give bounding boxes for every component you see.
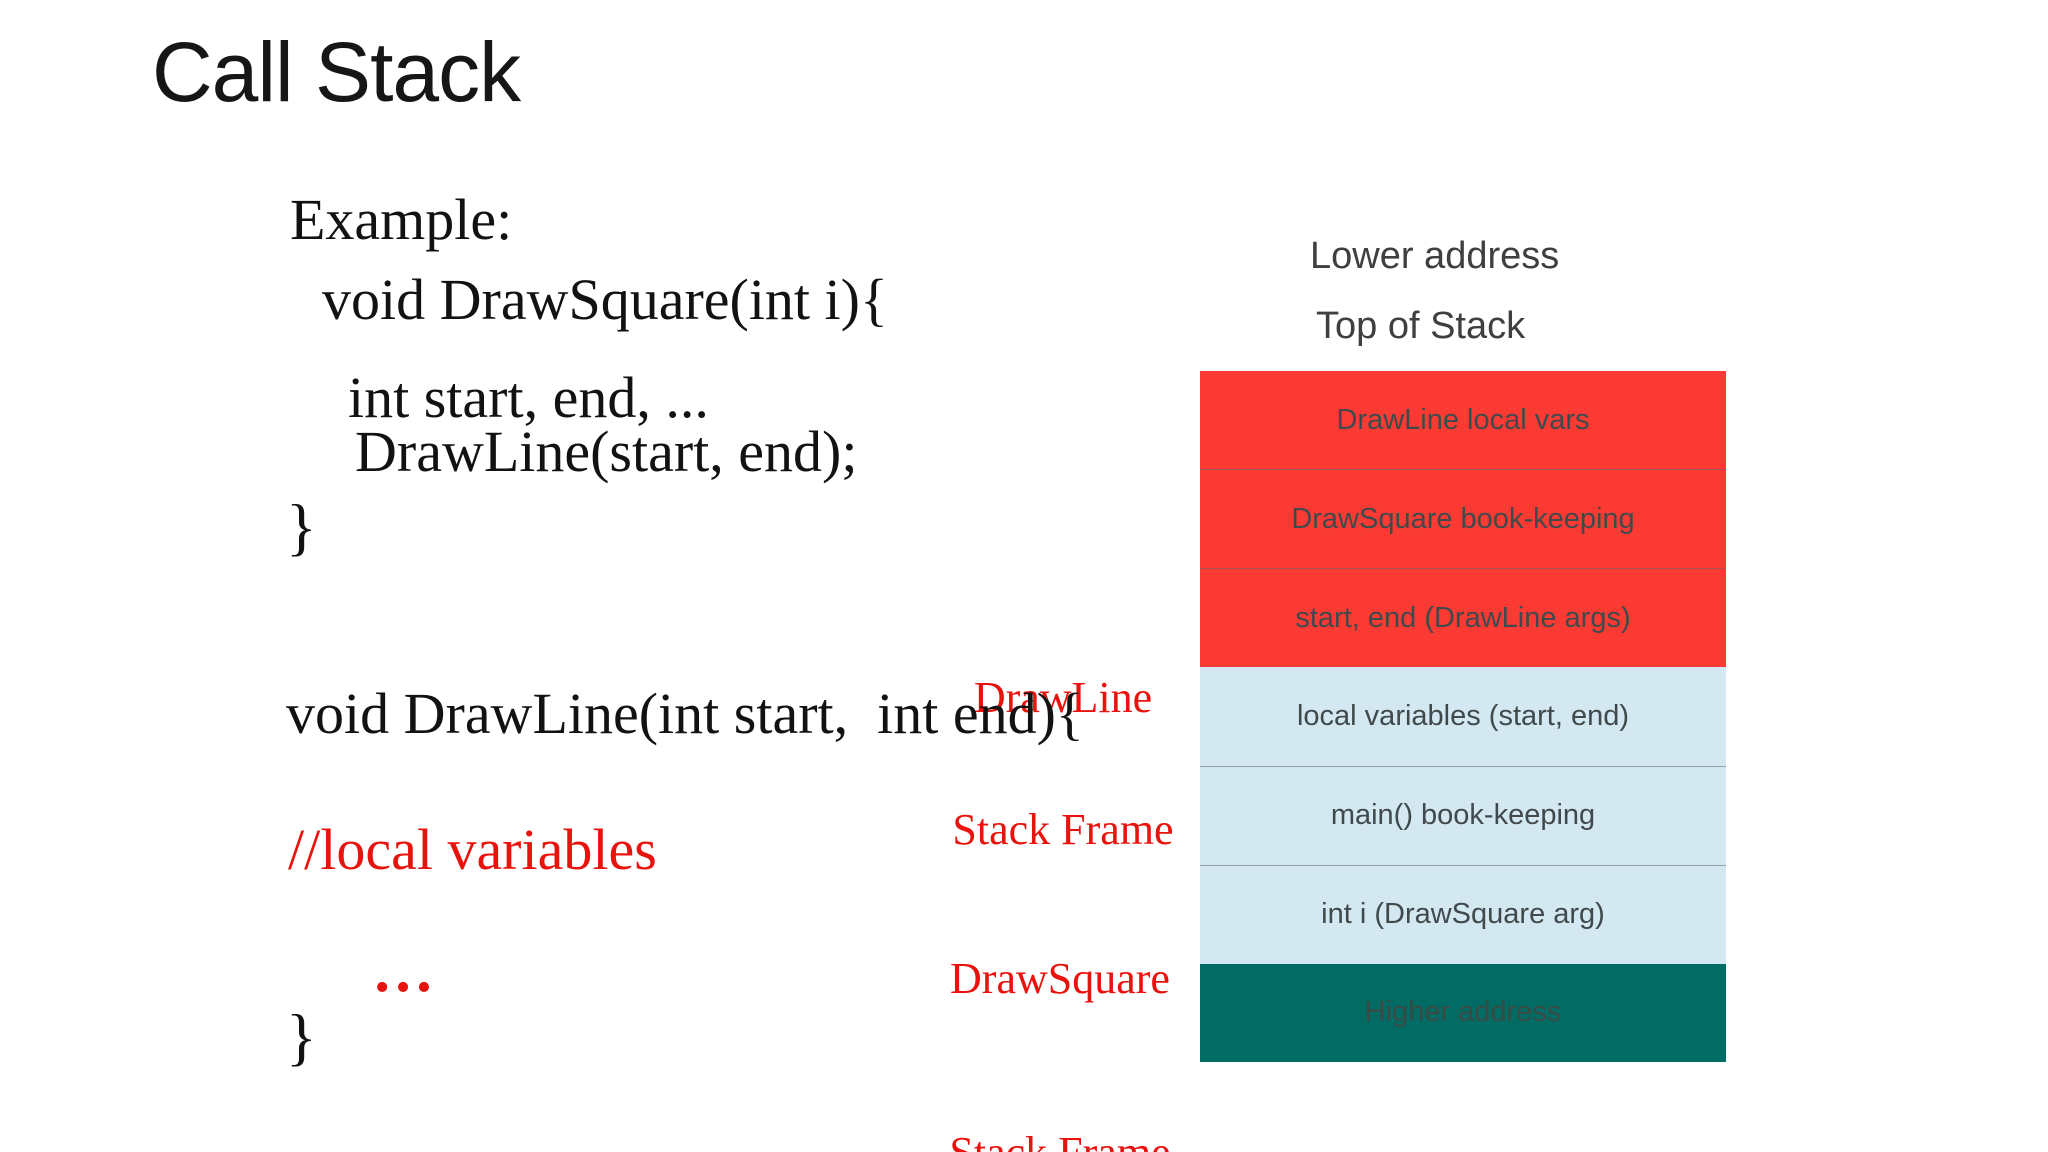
stack-row-higher-address: Higher address xyxy=(1200,963,1726,1062)
annotation-drawsquare-stack-frame-line1: DrawSquare xyxy=(950,954,1170,1003)
stack-row-drawsquare-arg: int i (DrawSquare arg) xyxy=(1200,864,1726,964)
lower-address-label: Lower address xyxy=(1310,235,1560,277)
stack-row-main-book-keeping: main() book-keeping xyxy=(1200,765,1726,865)
annotation-drawline-stack-frame: DrawLine Stack Frame xyxy=(930,588,1196,940)
code-drawsquare-body-line2: DrawLine(start, end); xyxy=(355,419,858,484)
page-title: Call Stack xyxy=(152,25,521,119)
annotation-drawline-stack-frame-line2: Stack Frame xyxy=(952,805,1174,854)
stack-row-drawline-args: start, end (DrawLine args) xyxy=(1200,568,1726,668)
stack-row-drawline-local-vars: DrawLine local vars xyxy=(1200,371,1726,470)
call-stack-diagram: DrawLine local vars DrawSquare book-keep… xyxy=(1200,371,1726,1062)
annotation-drawsquare-stack-frame-line2: Stack Frame xyxy=(920,1124,1200,1152)
code-drawline-ellipsis: … xyxy=(372,937,438,1005)
annotation-drawline-stack-frame-line1: DrawLine xyxy=(973,673,1153,722)
stack-row-drawsquare-book-keeping: DrawSquare book-keeping xyxy=(1200,469,1726,569)
code-drawline-signature: void DrawLine(int start, int end){ xyxy=(286,681,1084,746)
code-drawline-close-brace: } xyxy=(286,1001,317,1072)
code-example-label: Example: xyxy=(290,187,513,252)
annotation-drawsquare-stack-frame: DrawSquare Stack Frame xyxy=(920,834,1200,1152)
code-drawsquare-signature: void DrawSquare(int i){ xyxy=(322,267,888,332)
top-of-stack-label: Top of Stack xyxy=(1316,305,1526,347)
stack-row-local-variables: local variables (start, end) xyxy=(1200,667,1726,766)
code-drawline-comment: //local variables xyxy=(288,817,657,882)
code-drawsquare-body-line1: int start, end, ... xyxy=(348,365,709,430)
code-drawsquare-close-brace: } xyxy=(286,491,317,562)
